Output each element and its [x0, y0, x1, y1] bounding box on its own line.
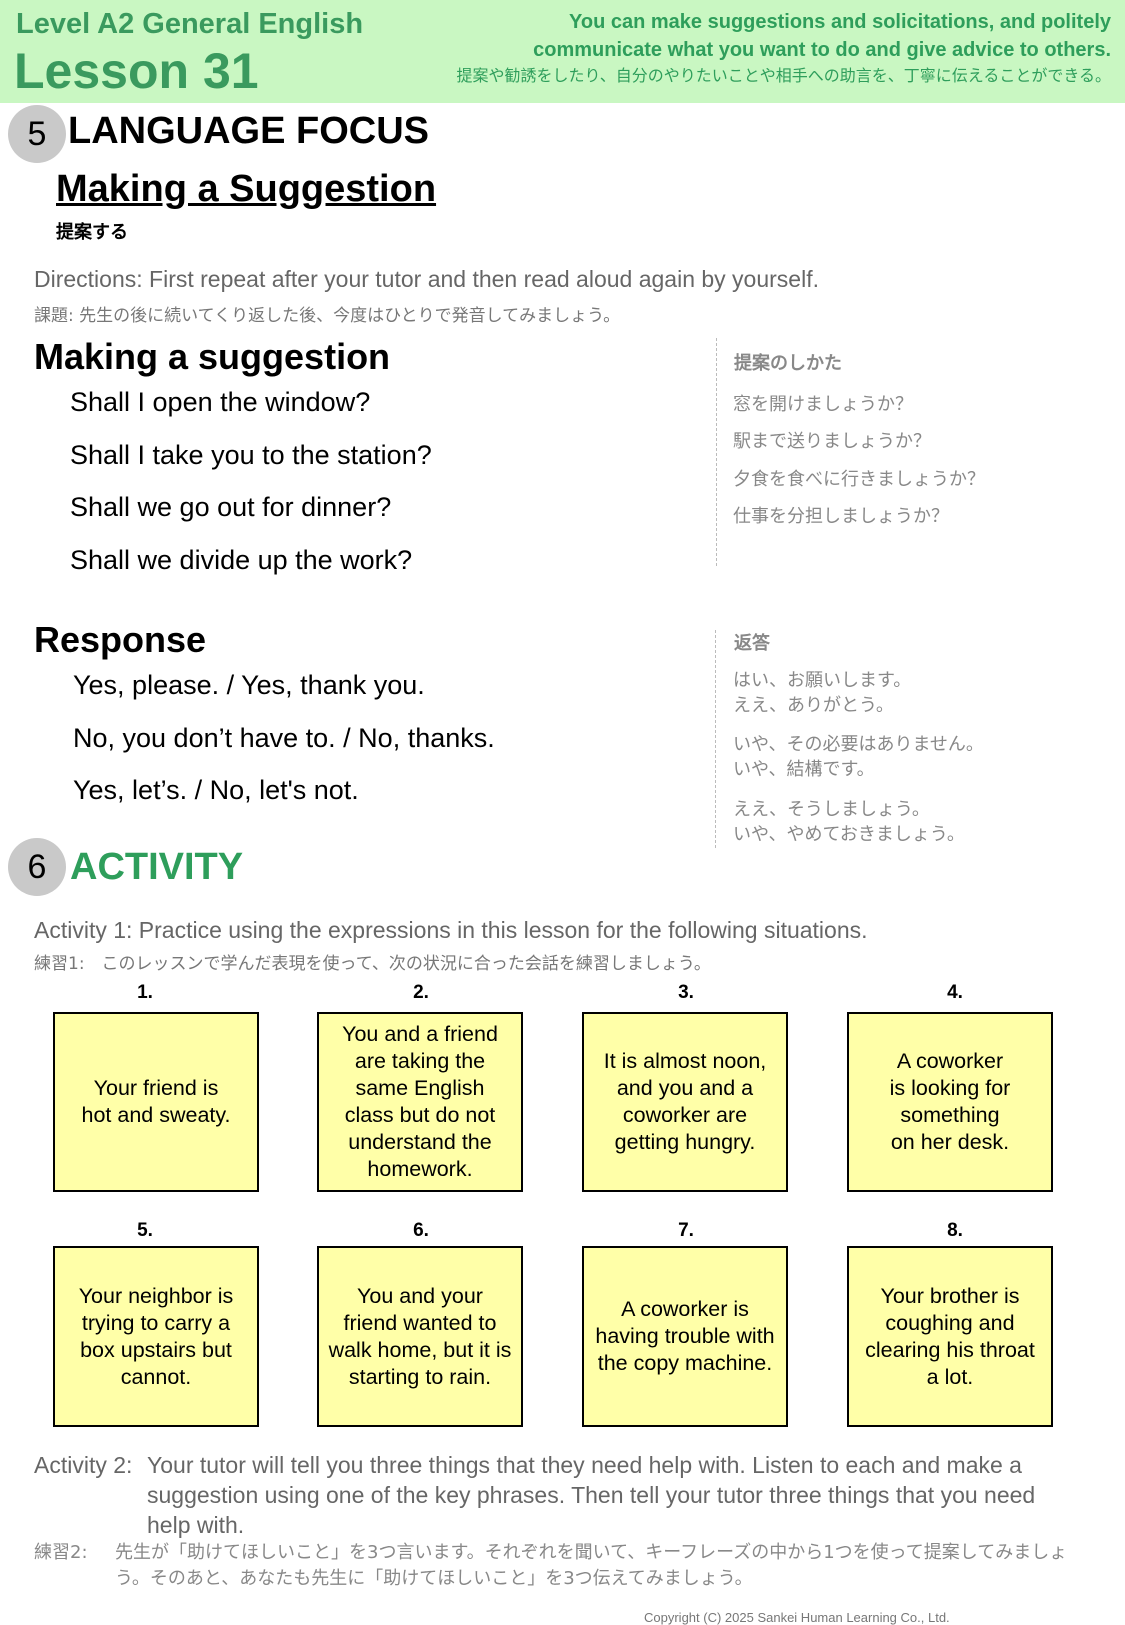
suggestion-ja-line: 夕食を食べに行きましょうか？ — [733, 469, 985, 490]
situation-text: Your brother is coughing and clearing hi… — [865, 1283, 1035, 1389]
section-title-language-focus: LANGUAGE FOCUS — [68, 110, 429, 152]
response-line: Yes, let’s. / No, let's not. — [73, 775, 359, 805]
situation-card: You and a friend are taking the same Eng… — [317, 1012, 523, 1192]
suggestion-ja-line: 駅まで送りましょうか？ — [733, 431, 931, 452]
response-line: No, you don’t have to. / No, thanks. — [73, 723, 495, 753]
suggestion-ja-line: 仕事を分担しましょうか？ — [733, 506, 949, 527]
activity2-instructions-ja: 練習2: 先生が「助けてほしいこと」を3つ言います。それぞれを聞いて、キーフレー… — [34, 1540, 1074, 1592]
card-number: 7. — [678, 1220, 694, 1241]
lesson-header: Level A2 General English Lesson 31 You c… — [0, 0, 1125, 103]
situation-card: A coworker is having trouble with the co… — [582, 1246, 788, 1427]
situation-text: A coworker is looking for something on h… — [889, 1049, 1011, 1154]
situation-card: It is almost noon, and you and a coworke… — [582, 1012, 788, 1192]
activity1-instructions-ja: 練習1: このレッスンで学んだ表現を使って、次の状況に合った会話を練習しましょう… — [34, 954, 711, 974]
situation-text: You and your friend wanted to walk home,… — [328, 1283, 512, 1389]
section-number-5: 5 — [8, 105, 66, 163]
situation-text: It is almost noon, and you and a coworke… — [603, 1049, 767, 1154]
suggestion-line: Shall we go out for dinner? — [70, 492, 392, 522]
activity2-label: Activity 2: — [34, 1452, 133, 1478]
card-number: 5. — [137, 1220, 153, 1241]
course-level: Level A2 General English — [16, 8, 364, 40]
suggestion-line: Shall we divide up the work? — [70, 545, 413, 575]
response-ja-line: ええ、そうしましょう。 — [733, 799, 930, 820]
goal-ja: 提案や勧誘をしたり、自分のやりたいことや相手への助言を、丁寧に伝えることができる… — [456, 66, 1111, 85]
suggestion-line: Shall I open the window? — [70, 387, 371, 417]
card-number: 8. — [947, 1220, 963, 1241]
response-ja-line: いや、やめておきましょう。 — [733, 824, 965, 845]
lesson-goal: You can make suggestions and solicitatio… — [456, 8, 1111, 88]
activity2-text: Your tutor will tell you three things th… — [147, 1452, 1036, 1538]
situation-card: Your neighbor is trying to carry a box u… — [53, 1246, 259, 1427]
situation-card: A coworker is looking for something on h… — [847, 1012, 1053, 1192]
suggestion-ja-line: 窓を開けましょうか？ — [733, 394, 913, 415]
response-ja-line: いや、その必要はありません。 — [733, 734, 984, 755]
goal-en-line-1: You can make suggestions and solicitatio… — [569, 11, 1111, 33]
column-divider — [716, 338, 717, 566]
activity2-instructions: Activity 2: Your tutor will tell you thr… — [34, 1450, 1054, 1540]
subtitle-ja: 提案する — [56, 222, 128, 243]
card-number: 4. — [947, 982, 963, 1003]
card-number: 1. — [137, 982, 153, 1003]
goal-en-line-2: communicate what you want to do and give… — [533, 39, 1111, 61]
response-heading-ja: 返答 — [734, 633, 770, 654]
activity2-ja-text: 先生が「助けてほしいこと」を3つ言います。それぞれを聞いて、キーフレーズの中から… — [115, 1542, 1068, 1589]
response-ja-line: はい、お願いします。 — [733, 670, 912, 691]
situation-text: A coworker is having trouble with the co… — [595, 1297, 775, 1375]
copyright: Copyright (C) 2025 Sankei Human Learning… — [644, 1610, 950, 1625]
suggestion-line: Shall I take you to the station? — [70, 440, 432, 470]
section-title-activity: ACTIVITY — [70, 846, 244, 888]
activity2-ja-label: 練習2: — [34, 1542, 88, 1563]
situation-card: You and your friend wanted to walk home,… — [317, 1246, 523, 1427]
situation-text: Your neighbor is trying to carry a box u… — [78, 1283, 234, 1389]
response-heading: Response — [34, 619, 207, 660]
directions-ja: 課題: 先生の後に続いてくり返した後、今度はひとりで発音してみましょう。 — [34, 306, 621, 326]
situation-text: Your friend is hot and sweaty. — [81, 1076, 231, 1127]
card-number: 3. — [678, 982, 694, 1003]
situation-card: Your friend is hot and sweaty. — [53, 1012, 259, 1192]
response-ja-line: ええ、ありがとう。 — [733, 695, 894, 716]
subtitle-making-a-suggestion: Making a Suggestion — [56, 168, 437, 210]
suggestion-heading-ja: 提案のしかた — [734, 353, 842, 374]
suggestion-heading: Making a suggestion — [34, 336, 391, 377]
lesson-title: Lesson 31 — [14, 43, 259, 99]
response-line: Yes, please. / Yes, thank you. — [73, 670, 425, 700]
activity1-instructions: Activity 1: Practice using the expressio… — [34, 917, 868, 943]
card-number: 6. — [413, 1220, 429, 1241]
directions-en: Directions: First repeat after your tuto… — [34, 266, 819, 292]
section-number-6: 6 — [8, 838, 66, 896]
column-divider — [715, 630, 716, 848]
card-number: 2. — [413, 982, 429, 1003]
situation-card: Your brother is coughing and clearing hi… — [847, 1246, 1053, 1427]
response-ja-line: いや、結構です。 — [733, 759, 875, 780]
situation-text: You and a friend are taking the same Eng… — [342, 1022, 498, 1181]
